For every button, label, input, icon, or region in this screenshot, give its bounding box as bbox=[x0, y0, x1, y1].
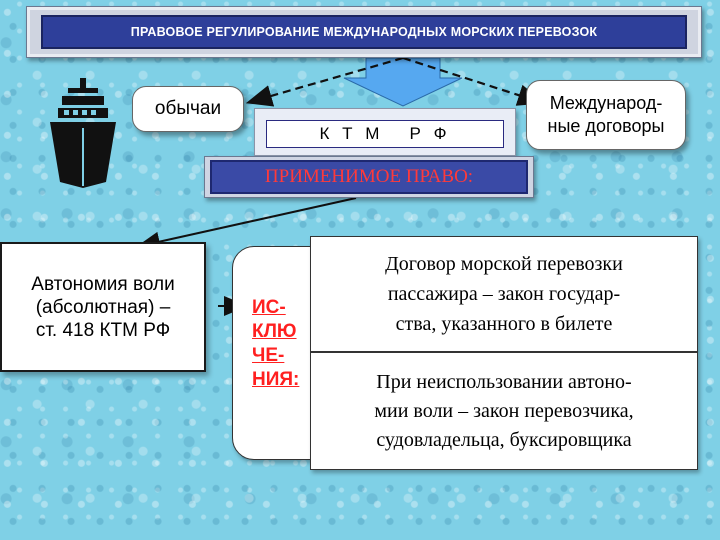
title-inner: ПРАВОВОЕ РЕГУЛИРОВАНИЕ МЕЖДУНАРОДНЫХ МОР… bbox=[41, 15, 687, 49]
dashed-line-treaties bbox=[402, 56, 545, 106]
autonomy-label: Автономия воли (абсолютная) – ст. 418 КТ… bbox=[31, 273, 175, 341]
exceptions-label: ИС- КЛЮ ЧЕ- НИЯ: bbox=[252, 297, 300, 390]
ship-icon bbox=[50, 78, 116, 188]
applicable-law-box: ПРИМЕНИМОЕ ПРАВО: bbox=[210, 160, 528, 194]
treaties-box: Международ- ные договоры bbox=[526, 80, 686, 150]
customs-label: обычаи bbox=[154, 98, 222, 119]
passenger-contract-box: Договор морской перевозки пассажира – за… bbox=[310, 236, 698, 352]
passenger-contract-label: Договор морской перевозки пассажира – за… bbox=[385, 253, 623, 335]
applicable-law-label: ПРИМЕНИМОЕ ПРАВО: bbox=[264, 166, 474, 187]
non-use-autonomy-label: При неиспользовании автоно- мии воли – з… bbox=[374, 370, 634, 451]
down-arrow bbox=[343, 57, 463, 107]
treaties-label: Международ- ные договоры bbox=[547, 93, 665, 136]
customs-box: обычаи bbox=[132, 86, 244, 132]
autonomy-box: Автономия воли (абсолютная) – ст. 418 КТ… bbox=[0, 242, 206, 372]
ktm-label: К Т М Р Ф bbox=[319, 124, 451, 143]
non-use-autonomy-box: При неиспользовании автоно- мии воли – з… bbox=[310, 352, 698, 470]
ktm-box: К Т М Р Ф bbox=[266, 120, 504, 148]
dashed-line-customs bbox=[245, 56, 404, 107]
page-title: ПРАВОВОЕ РЕГУЛИРОВАНИЕ МЕЖДУНАРОДНЫХ МОР… bbox=[130, 25, 598, 39]
title-banner: ПРАВОВОЕ РЕГУЛИРОВАНИЕ МЕЖДУНАРОДНЫХ МОР… bbox=[26, 6, 702, 58]
